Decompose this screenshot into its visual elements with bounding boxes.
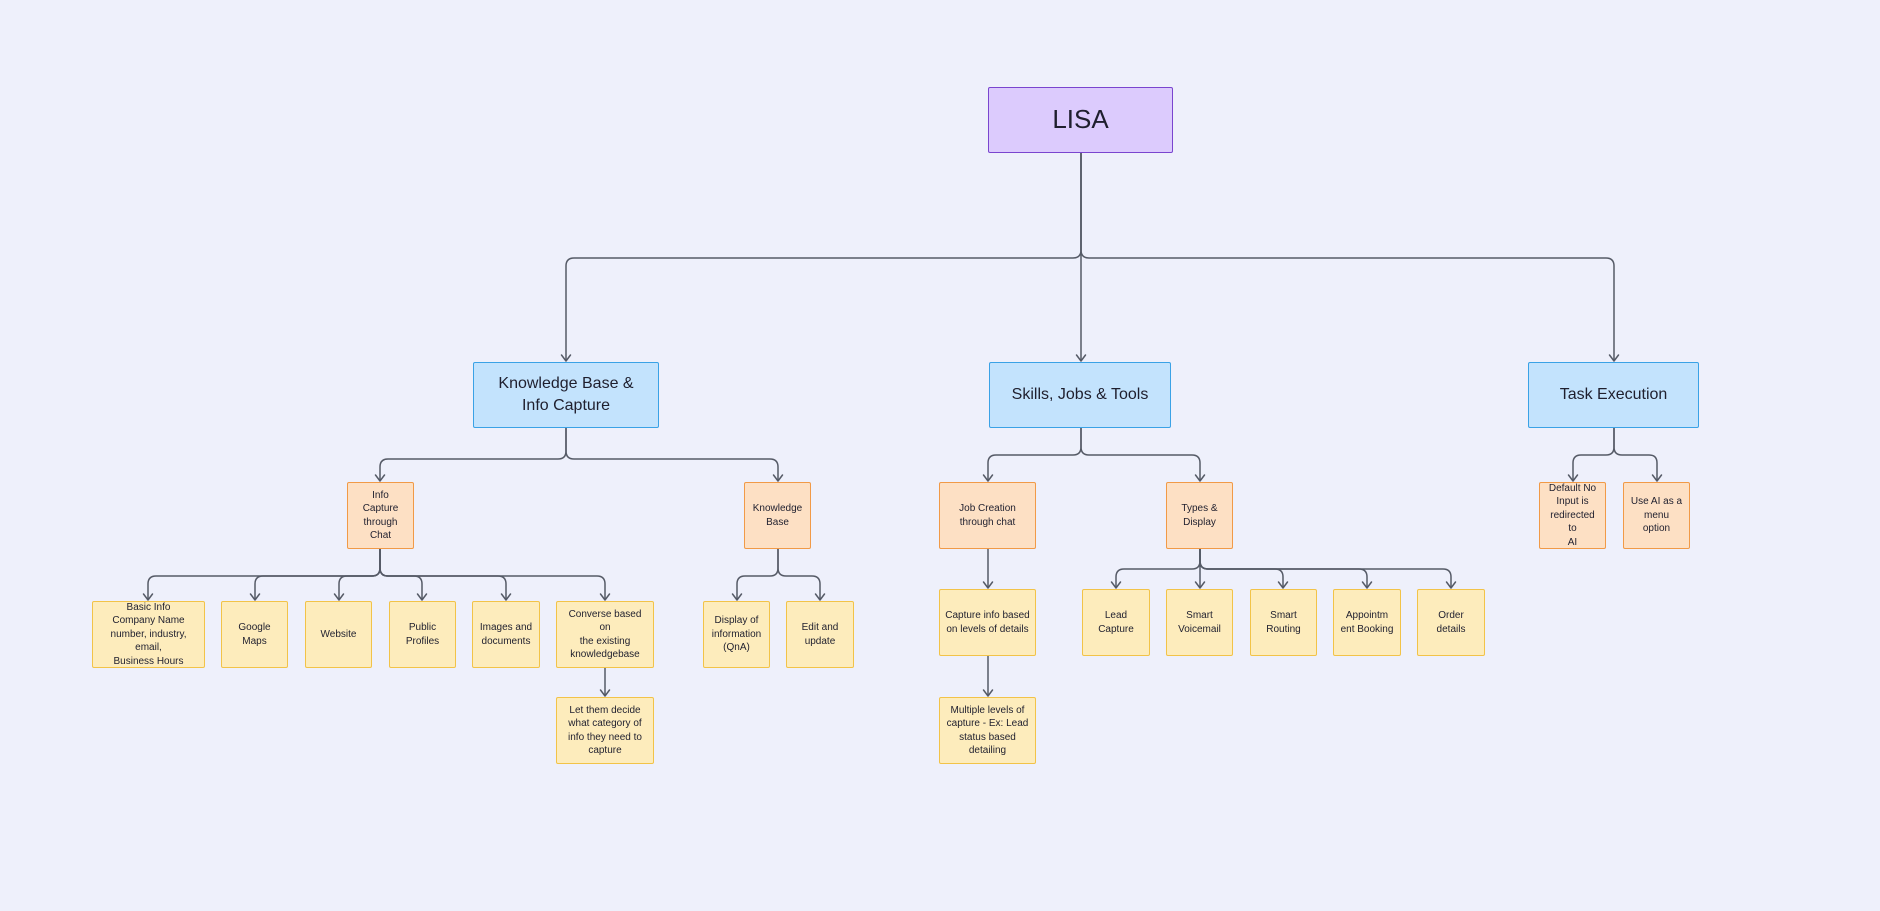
- leaf-display-information-qna[interactable]: Display of information (QnA): [703, 601, 770, 668]
- category-task-execution[interactable]: Task Execution: [1528, 362, 1699, 428]
- info-capture-arrowhead-4: [500, 593, 512, 601]
- job-creation-arrowhead-0: [982, 581, 994, 589]
- root-arrowhead-0: [560, 354, 572, 362]
- task-execution-connector-0: [1572, 428, 1615, 481]
- node-default-no-input-ai[interactable]: Default No Input is redirected to AI: [1539, 482, 1606, 549]
- info-capture-arrowhead-0: [142, 593, 154, 601]
- knowledge-base-sub-arrowhead-0: [731, 593, 743, 601]
- root-arrowhead-2: [1608, 354, 1620, 362]
- knowledge-base-sub-arrowhead-1: [814, 593, 826, 601]
- task-execution-connector-1: [1613, 428, 1658, 481]
- types-display-arrowhead-0: [1110, 581, 1122, 589]
- skills-connector-1: [1080, 428, 1201, 481]
- leaf-smart-voicemail[interactable]: Smart Voicemail: [1166, 589, 1233, 656]
- info-capture-arrowhead-2: [333, 593, 345, 601]
- leaf-let-them-decide[interactable]: Let them decide what category of info th…: [556, 697, 654, 764]
- knowledge-base-arrowhead-0: [374, 474, 386, 482]
- types-display-connector-4: [1199, 549, 1452, 588]
- types-display-arrowhead-2: [1277, 581, 1289, 589]
- node-info-capture-chat[interactable]: Info Capture through Chat: [347, 482, 414, 549]
- leaf-images-documents[interactable]: Images and documents: [472, 601, 540, 668]
- leaf-order-details[interactable]: Order details: [1417, 589, 1485, 656]
- leaf-website[interactable]: Website: [305, 601, 372, 668]
- skills-arrowhead-1: [1194, 474, 1206, 482]
- info-capture-connector-1: [254, 549, 381, 600]
- info-capture-arrowhead-5: [599, 593, 611, 601]
- knowledge-base-sub-connector-1: [777, 549, 821, 600]
- skills-arrowhead-0: [982, 474, 994, 482]
- converse-arrowhead-0: [599, 689, 611, 697]
- node-types-display[interactable]: Types & Display: [1166, 482, 1233, 549]
- root-connector-0: [565, 153, 1082, 361]
- types-display-arrowhead-1: [1194, 581, 1206, 589]
- leaf-appointment-booking[interactable]: Appointm ent Booking: [1333, 589, 1401, 656]
- types-display-connector-0: [1115, 549, 1201, 588]
- info-capture-connector-5: [379, 549, 606, 600]
- leaf-capture-info-levels[interactable]: Capture info based on levels of details: [939, 589, 1036, 656]
- root-connector-2: [1080, 153, 1615, 361]
- leaf-smart-routing[interactable]: Smart Routing: [1250, 589, 1317, 656]
- info-capture-arrowhead-1: [249, 593, 261, 601]
- types-display-connector-2: [1199, 549, 1284, 588]
- capture-info-arrowhead-0: [982, 689, 994, 697]
- info-capture-connector-3: [379, 549, 423, 600]
- root-arrowhead-1: [1075, 354, 1087, 362]
- leaf-multiple-levels-capture[interactable]: Multiple levels of capture - Ex: Lead st…: [939, 697, 1036, 764]
- info-capture-connector-4: [379, 549, 507, 600]
- leaf-lead-capture[interactable]: Lead Capture: [1082, 589, 1150, 656]
- task-execution-arrowhead-1: [1651, 474, 1663, 482]
- info-capture-connector-2: [338, 549, 381, 600]
- info-capture-connector-0: [147, 549, 381, 600]
- node-knowledge-base[interactable]: Knowledge Base: [744, 482, 811, 549]
- leaf-basic-info[interactable]: Basic Info Company Name number, industry…: [92, 601, 205, 668]
- knowledge-base-arrowhead-1: [772, 474, 784, 482]
- types-display-arrowhead-4: [1445, 581, 1457, 589]
- knowledge-base-sub-connector-0: [736, 549, 779, 600]
- skills-connector-0: [987, 428, 1082, 481]
- knowledge-base-connector-0: [379, 428, 567, 481]
- leaf-converse-knowledgebase[interactable]: Converse based on the existing knowledge…: [556, 601, 654, 668]
- node-ai-menu-option[interactable]: Use AI as a menu option: [1623, 482, 1690, 549]
- root-node-lisa[interactable]: LISA: [988, 87, 1173, 153]
- node-job-creation-chat[interactable]: Job Creation through chat: [939, 482, 1036, 549]
- leaf-google-maps[interactable]: Google Maps: [221, 601, 288, 668]
- leaf-edit-update[interactable]: Edit and update: [786, 601, 854, 668]
- types-display-arrowhead-3: [1361, 581, 1373, 589]
- info-capture-arrowhead-3: [416, 593, 428, 601]
- types-display-connector-3: [1199, 549, 1368, 588]
- category-knowledge-base[interactable]: Knowledge Base & Info Capture: [473, 362, 659, 428]
- leaf-public-profiles[interactable]: Public Profiles: [389, 601, 456, 668]
- task-execution-arrowhead-0: [1567, 474, 1579, 482]
- category-skills-jobs-tools[interactable]: Skills, Jobs & Tools: [989, 362, 1171, 428]
- knowledge-base-connector-1: [565, 428, 779, 481]
